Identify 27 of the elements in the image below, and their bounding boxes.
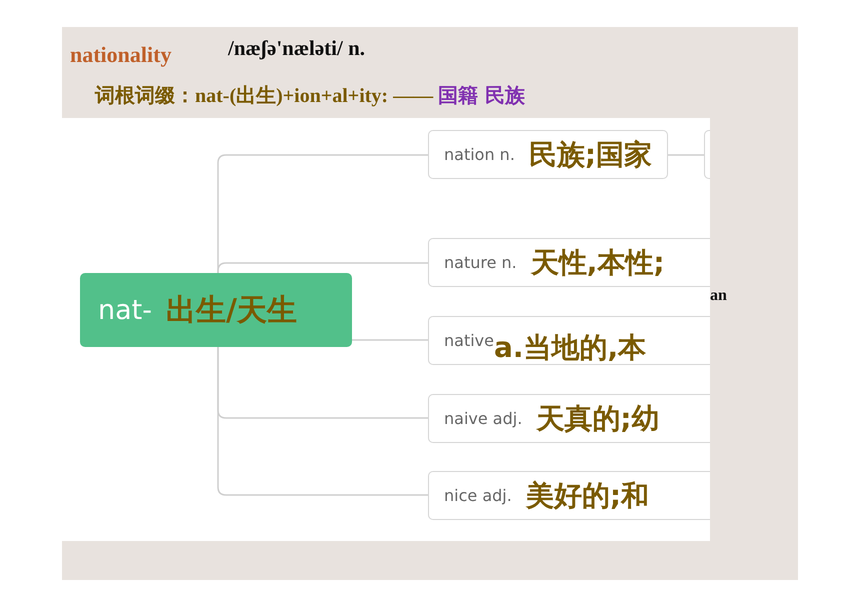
connector-line: [217, 262, 428, 273]
meaning-label: 出生/天生: [166, 292, 297, 330]
word-label: native: [444, 331, 494, 350]
phonetic-text: /næʃə'nælәti/ n.: [228, 36, 366, 61]
root-label: nat-: [98, 294, 152, 326]
title-word: nationality: [70, 42, 172, 68]
word-label: naive adj.: [444, 409, 522, 428]
etymology-text: 词根词缀：nat-(出生)+ion+al+ity: ——: [95, 84, 434, 109]
connector-line: [352, 339, 428, 341]
meaning-label: 美好的;和: [526, 478, 650, 514]
word-box: [428, 394, 710, 443]
meaning-label: 民族;国家: [528, 136, 652, 172]
word-box: [428, 316, 710, 365]
root-box: [80, 273, 352, 347]
word-label: nature n.: [444, 253, 517, 272]
cut-off-text: an: [710, 287, 727, 305]
meaning-text: 国籍 民族: [438, 82, 525, 109]
word-label: nice adj.: [444, 486, 512, 505]
meaning-label: a.当地的,本: [494, 330, 646, 366]
meaning-label: 天真的;幼: [536, 400, 660, 436]
connector-line: [668, 154, 704, 156]
word-label: nation n.: [444, 145, 515, 164]
connector-line: [217, 347, 428, 496]
meaning-label: 天性,本性;: [530, 244, 665, 280]
word-box: [428, 130, 668, 179]
word-box: [428, 238, 710, 287]
word-box: [428, 471, 710, 520]
